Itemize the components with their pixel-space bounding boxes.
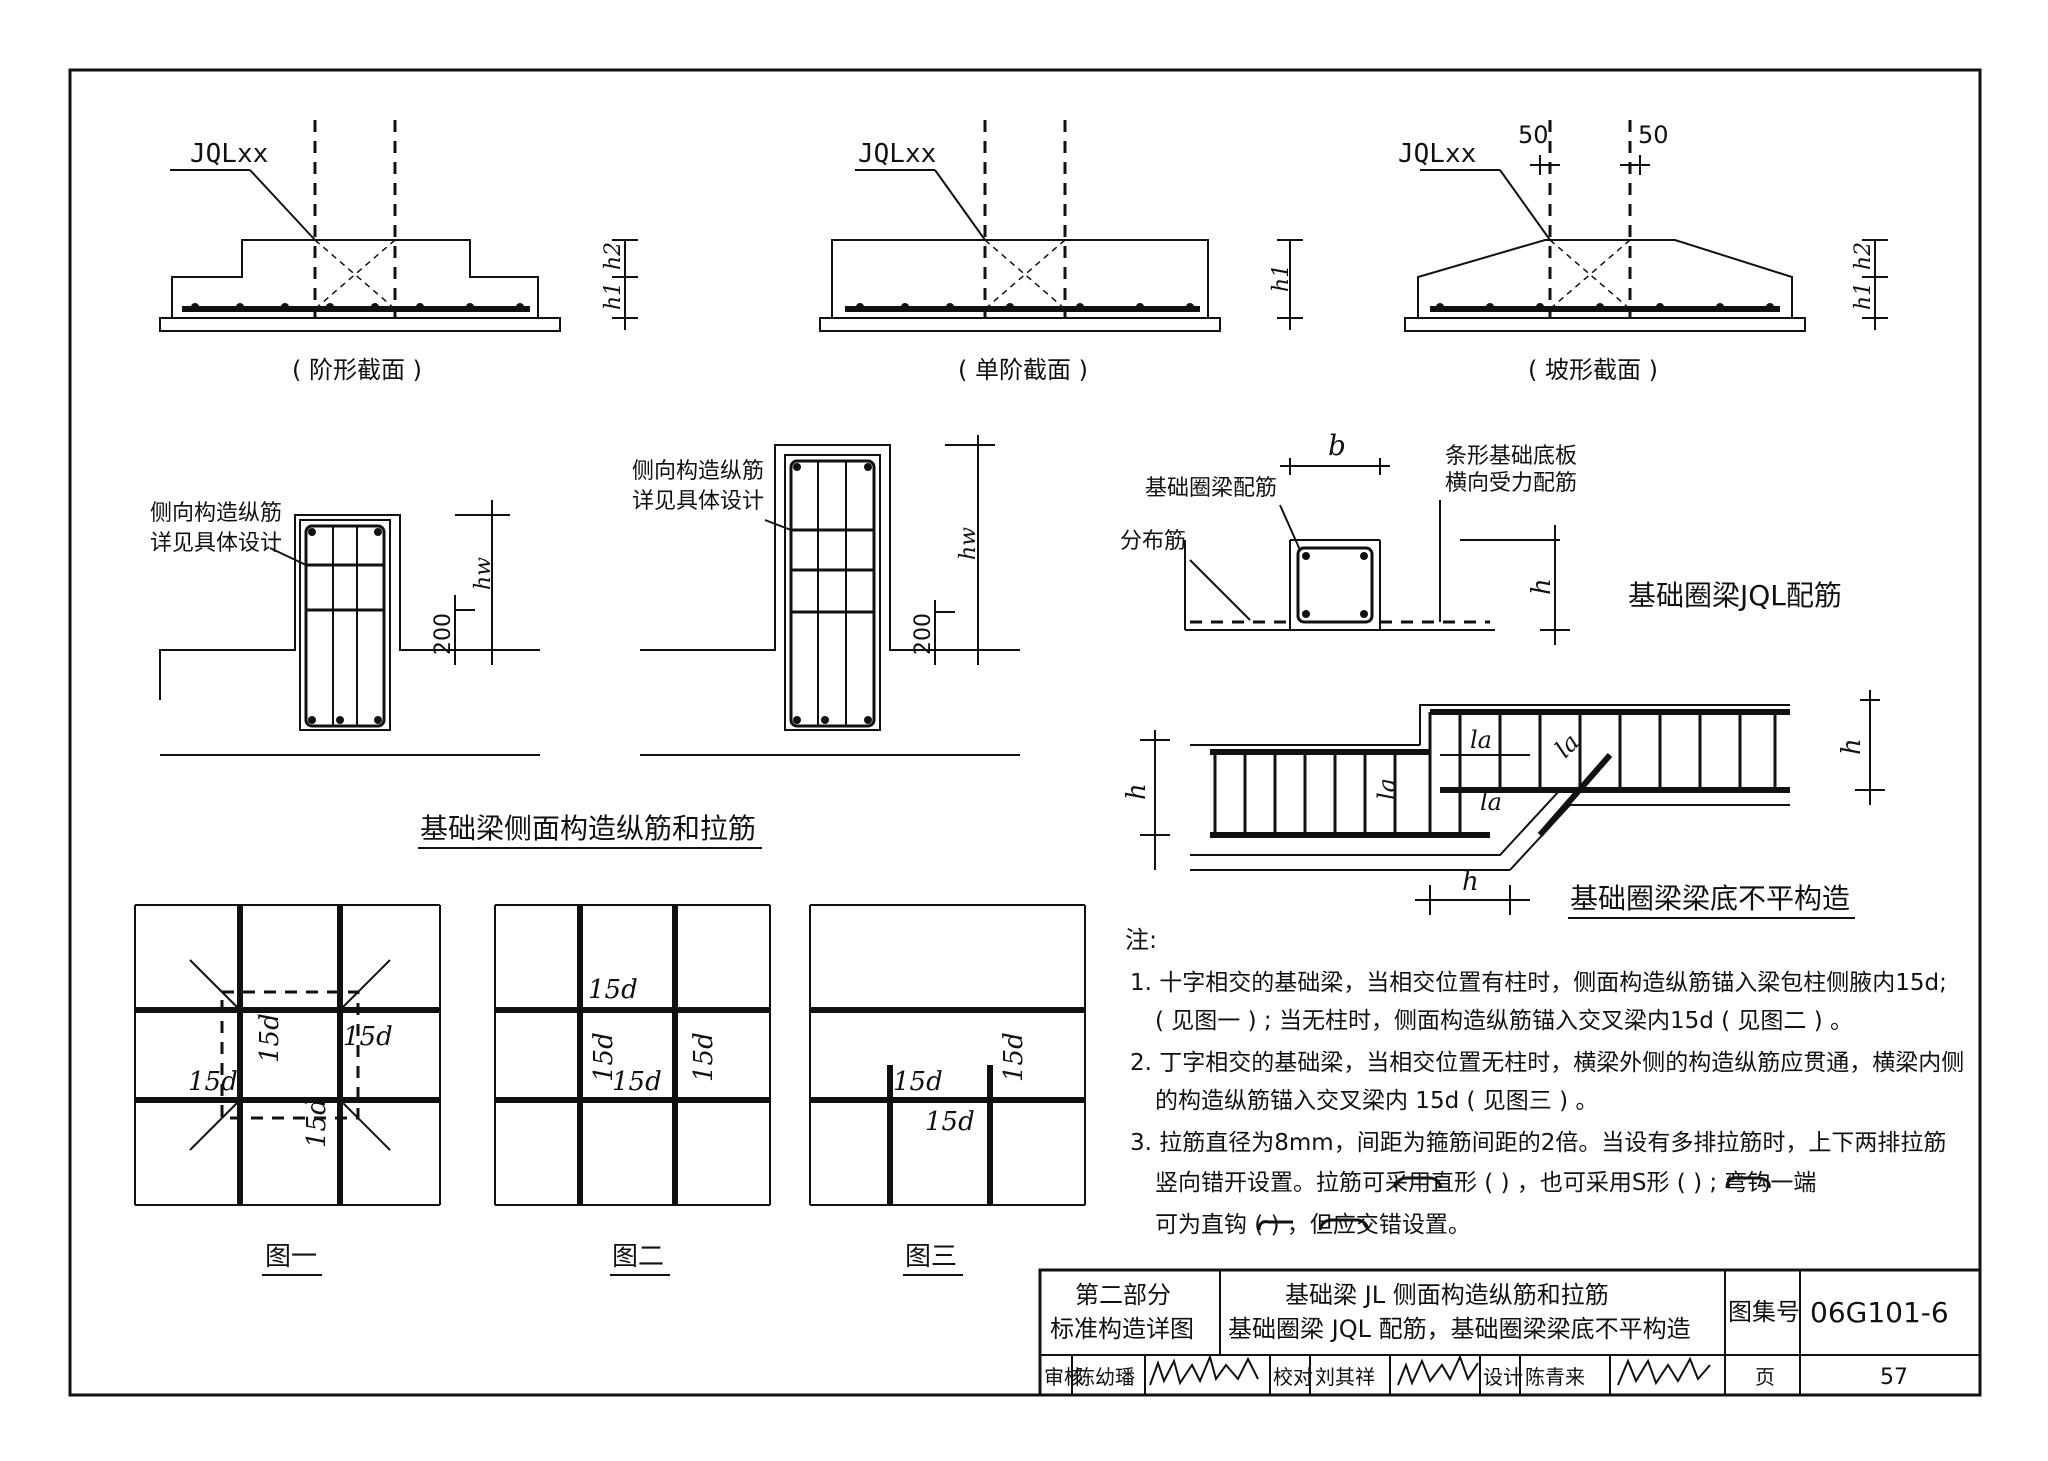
fig1-caption: 图一 <box>265 1242 317 1272</box>
ring-label-strip-1: 条形基础底板 <box>1445 444 1577 469</box>
ring-b: b <box>1328 429 1346 462</box>
tb-atlas-no: 06G101-6 <box>1810 1296 1949 1329</box>
sloped-callout: JQLxx <box>1398 139 1476 169</box>
tb-atlas-label: 图集号 <box>1728 1298 1800 1326</box>
uneven-la-4: la <box>1373 778 1401 800</box>
figure-3 <box>809 904 1086 1206</box>
fig3-15d-3: 15d <box>999 1032 1029 1082</box>
fig3-caption: 图三 <box>905 1242 957 1272</box>
ring-label-rebar: 基础圈梁配筋 <box>1145 476 1277 501</box>
tb-checker-signature <box>1397 1354 1479 1386</box>
side-note-right-1: 侧向构造纵筋 <box>632 459 764 484</box>
side-bar-section-2 <box>640 435 1020 756</box>
tb-designer-signature <box>1617 1356 1711 1386</box>
tb-reviewer-signature <box>1149 1353 1259 1386</box>
tb-page-no: 57 <box>1880 1365 1908 1390</box>
uneven-title: 基础圈梁梁底不平构造 <box>1570 882 1850 915</box>
side-bars-title: 基础梁侧面构造纵筋和拉筋 <box>420 812 756 845</box>
tb-page-label: 页 <box>1755 1365 1775 1389</box>
tb-designer: 陈青来 <box>1525 1365 1585 1389</box>
side-200-1: 200 <box>431 613 456 655</box>
uneven-la-3: la <box>1480 788 1502 816</box>
stepped-section <box>159 120 638 332</box>
fig2-15d-3: 15d <box>612 1067 662 1097</box>
notes-line-4: 的构造纵筋锚入交叉梁内 15d ( 见图三 ) 。 <box>1155 1088 1598 1114</box>
stepped-callout: JQLxx <box>190 139 268 169</box>
uneven-bottom-section <box>1140 690 1885 915</box>
notes-line-2: ( 见图一 ) ; 当无柱时，侧面构造纵筋锚入交叉梁内15d ( 见图二 ) 。 <box>1155 1008 1853 1034</box>
figure-2 <box>494 904 771 1206</box>
fig2-15d-4: 15d <box>689 1032 719 1082</box>
single-callout: JQLxx <box>858 139 936 169</box>
notes-heading: 注: <box>1125 926 1157 954</box>
single-step-section <box>819 120 1303 332</box>
side-200-2: 200 <box>911 613 936 655</box>
tb-checker: 刘其祥 <box>1315 1365 1375 1389</box>
drawing-frame <box>68 68 1982 1397</box>
single-h1: h1 <box>1269 264 1294 292</box>
side-note-left-2: 详见具体设计 <box>150 531 282 556</box>
single-step-caption: ( 单阶截面 ) <box>958 356 1088 384</box>
fig2-15d-1: 15d <box>588 975 638 1005</box>
notes-line-7: 可为直钩 ( ) ，但应交错设置。 <box>1155 1212 1471 1238</box>
side-bar-section-1 <box>159 500 540 756</box>
notes-line-6: 竖向错开设置。拉筋可采用直形 ( ) ，也可采用S形 ( ) ; 弯钩一端 <box>1155 1170 1816 1196</box>
fig1-15d-1: 15d <box>255 1013 285 1063</box>
uneven-h-bottom: h <box>1462 867 1479 897</box>
fig2-caption: 图二 <box>612 1242 664 1272</box>
fig1-15d-2: 15d <box>343 1022 393 1052</box>
tb-check-label: 校对 <box>1273 1365 1313 1389</box>
sloped-h2: h2 <box>1851 242 1876 270</box>
dim-50-right: 50 <box>1638 121 1669 149</box>
notes-line-3: 2. 丁字相交的基础梁，当相交位置无柱时，横梁外侧的构造纵筋应贯通，横梁内侧 <box>1130 1050 1964 1076</box>
side-hw-1: hw <box>471 557 496 590</box>
fig2-15d-2: 15d <box>589 1032 619 1082</box>
title-block <box>1038 1268 1982 1397</box>
notes-line-5: 3. 拉筋直径为8mm，间距为箍筋间距的2倍。当设有多排拉筋时，上下两排拉筋 <box>1130 1130 1946 1156</box>
sloped-h1: h1 <box>1851 282 1876 310</box>
dim-50-left: 50 <box>1518 121 1549 149</box>
tb-review-label: 审核 <box>1044 1365 1084 1389</box>
tb-title-1: 基础梁 JL 侧面构造纵筋和拉筋 <box>1285 1281 1609 1309</box>
tb-part-2: 标准构造详图 <box>1050 1315 1194 1343</box>
ring-beam-section <box>1184 458 1570 645</box>
notes-line-1: 1. 十字相交的基础梁，当相交位置有柱时，侧面构造纵筋锚入梁包柱侧腋内15d; <box>1130 970 1947 996</box>
side-note-left-1: 侧向构造纵筋 <box>150 501 282 526</box>
uneven-h-right: h <box>1837 738 1867 755</box>
side-hw-2: hw <box>956 527 981 560</box>
stepped-h2: h2 <box>601 242 626 270</box>
tb-design-label: 设计 <box>1483 1365 1523 1389</box>
tb-reviewer: 陈幼璠 <box>1075 1365 1135 1389</box>
tb-part-1: 第二部分 <box>1075 1281 1171 1309</box>
ring-label-distribution: 分布筋 <box>1120 529 1186 554</box>
ring-label-strip-2: 横向受力配筋 <box>1445 471 1577 496</box>
tb-title-2: 基础圈梁 JQL 配筋，基础圈梁梁底不平构造 <box>1228 1315 1691 1343</box>
stepped-h1: h1 <box>601 282 626 310</box>
ring-beam-title: 基础圈梁JQL配筋 <box>1628 579 1842 612</box>
side-note-right-2: 详见具体设计 <box>632 489 764 514</box>
sloped-section <box>1404 120 1888 332</box>
fig1-15d-4: 15d <box>302 1098 332 1148</box>
uneven-h-left: h <box>1122 783 1152 800</box>
fig1-15d-3: 15d <box>188 1067 238 1097</box>
stepped-caption: ( 阶形截面 ) <box>292 356 422 384</box>
hook-symbols <box>1257 1176 1771 1231</box>
figure-1 <box>134 904 441 1206</box>
uneven-la-1: la <box>1470 726 1492 754</box>
sloped-caption: ( 坡形截面 ) <box>1528 356 1658 384</box>
ring-h: h <box>1527 578 1557 595</box>
fig3-15d-1: 15d <box>893 1067 943 1097</box>
fig3-15d-2: 15d <box>925 1107 975 1137</box>
